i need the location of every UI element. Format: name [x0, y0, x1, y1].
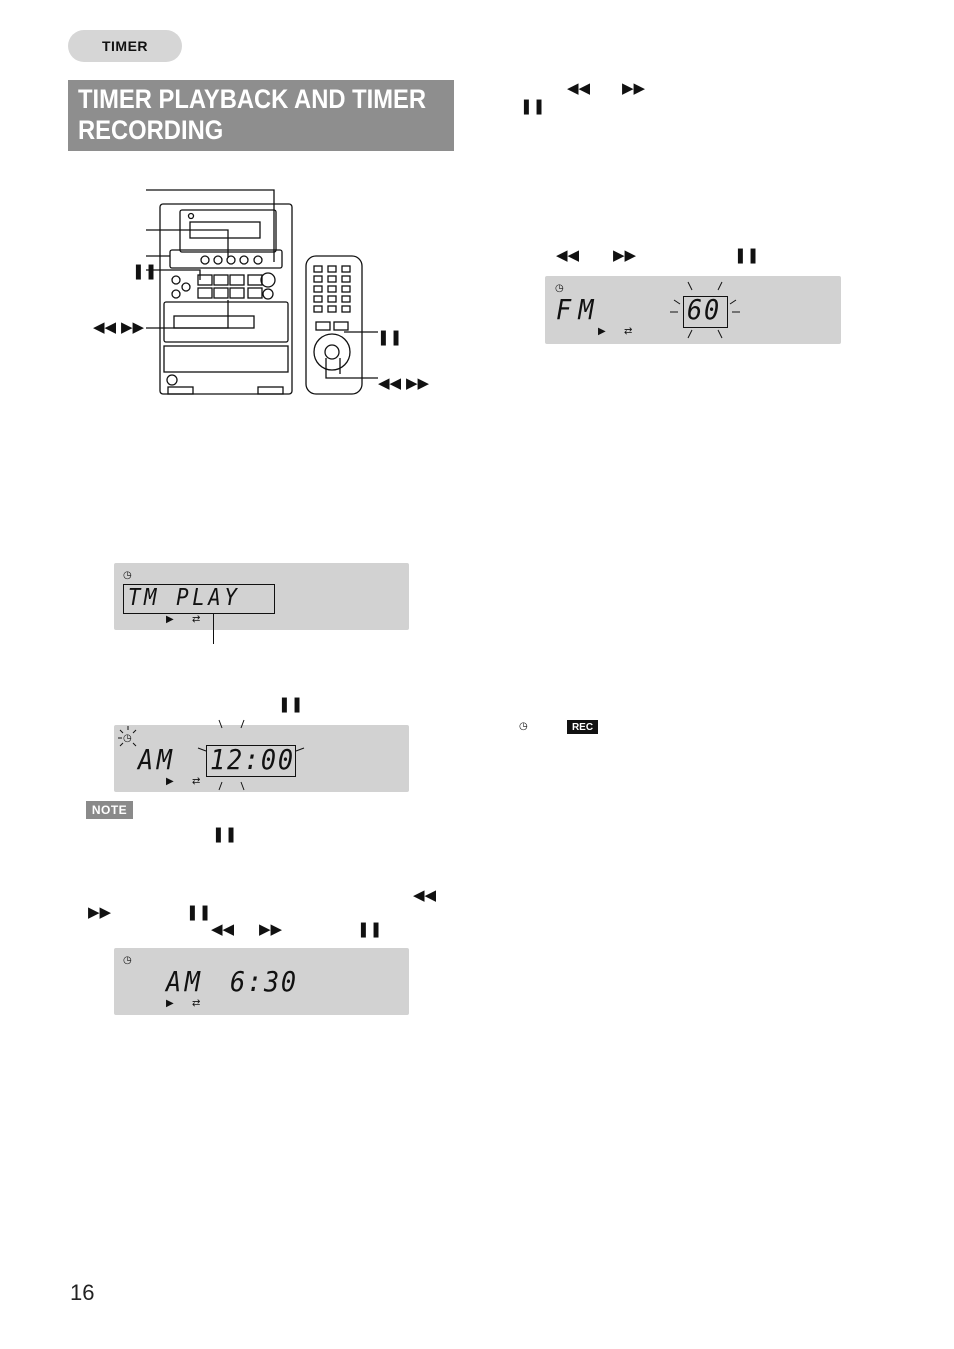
pause-icon: ❚❚ [734, 246, 760, 264]
play-icon: ▶ [166, 776, 174, 787]
ff-icon: ▶▶ [259, 920, 283, 938]
page-title-line1: TIMER PLAYBACK AND TIMER [78, 84, 427, 114]
pause-icon: ❚❚ [212, 825, 238, 843]
blink-rays [118, 719, 305, 791]
section-label: TIMER [68, 30, 182, 62]
stereo-unit [146, 189, 293, 395]
lcd-display-tm-play [114, 563, 409, 630]
lcd-level: 60 [687, 293, 721, 326]
rew-icon: ◀◀ [93, 318, 117, 336]
lcd-ampm: AM [138, 743, 176, 776]
page-title: TIMER PLAYBACK AND TIMER RECORDING [68, 80, 454, 151]
play-icon: ▶ [166, 614, 174, 625]
ff-icon: ▶▶ [88, 903, 112, 921]
lcd-text: TM PLAY [128, 585, 241, 611]
ff-icon: ▶▶ [406, 374, 430, 392]
pause-icon: ❚❚ [357, 920, 383, 938]
lcd-display-time-on [114, 948, 409, 1015]
callout-line [213, 614, 214, 644]
lcd-source: FM [556, 293, 601, 326]
lcd-frame [683, 296, 728, 328]
blink-rays [670, 281, 740, 339]
lcd-time: 12:00 [210, 743, 295, 776]
lcd-display-time-set [114, 725, 409, 792]
clock-icon: ◷ [555, 283, 564, 294]
repeat-icon: ⇄ [192, 998, 201, 1009]
lcd-frame [123, 584, 275, 614]
rew-icon: ◀◀ [413, 886, 437, 904]
pause-icon: ❚❚ [186, 903, 212, 921]
clock-icon: ◷ [123, 733, 132, 744]
repeat-icon: ⇄ [624, 326, 633, 337]
note-badge: NOTE [86, 801, 133, 819]
device-illustration [146, 189, 378, 395]
repeat-icon: ⇄ [192, 776, 201, 787]
lcd-time: 6:30 [230, 965, 298, 998]
lcd-display-fm-volume [545, 276, 841, 344]
rew-icon: ◀◀ [378, 374, 402, 392]
pause-icon: ❚❚ [278, 695, 304, 713]
clock-icon: ◷ [519, 721, 528, 732]
rec-badge: REC [567, 720, 598, 734]
play-icon: ▶ [598, 326, 606, 337]
play-icon: ▶ [166, 998, 174, 1009]
rew-icon: ◀◀ [211, 920, 235, 938]
ff-icon: ▶▶ [613, 246, 637, 264]
pause-icon: ❚❚ [520, 97, 546, 115]
ff-icon: ▶▶ [121, 318, 145, 336]
clock-icon: ◷ [123, 570, 132, 581]
rew-icon: ◀◀ [556, 246, 580, 264]
ff-icon: ▶▶ [622, 79, 646, 97]
remote-control [305, 255, 378, 395]
pause-icon: ❚❚ [377, 328, 403, 346]
repeat-icon: ⇄ [192, 614, 201, 625]
lcd-ampm: AM [166, 965, 204, 998]
page-title-line2: RECORDING [78, 115, 224, 145]
clock-icon: ◷ [123, 955, 132, 966]
page-number: 16 [70, 1280, 95, 1305]
rew-icon: ◀◀ [567, 79, 591, 97]
lcd-frame [206, 745, 296, 777]
pause-icon: ❚❚ [132, 262, 158, 280]
